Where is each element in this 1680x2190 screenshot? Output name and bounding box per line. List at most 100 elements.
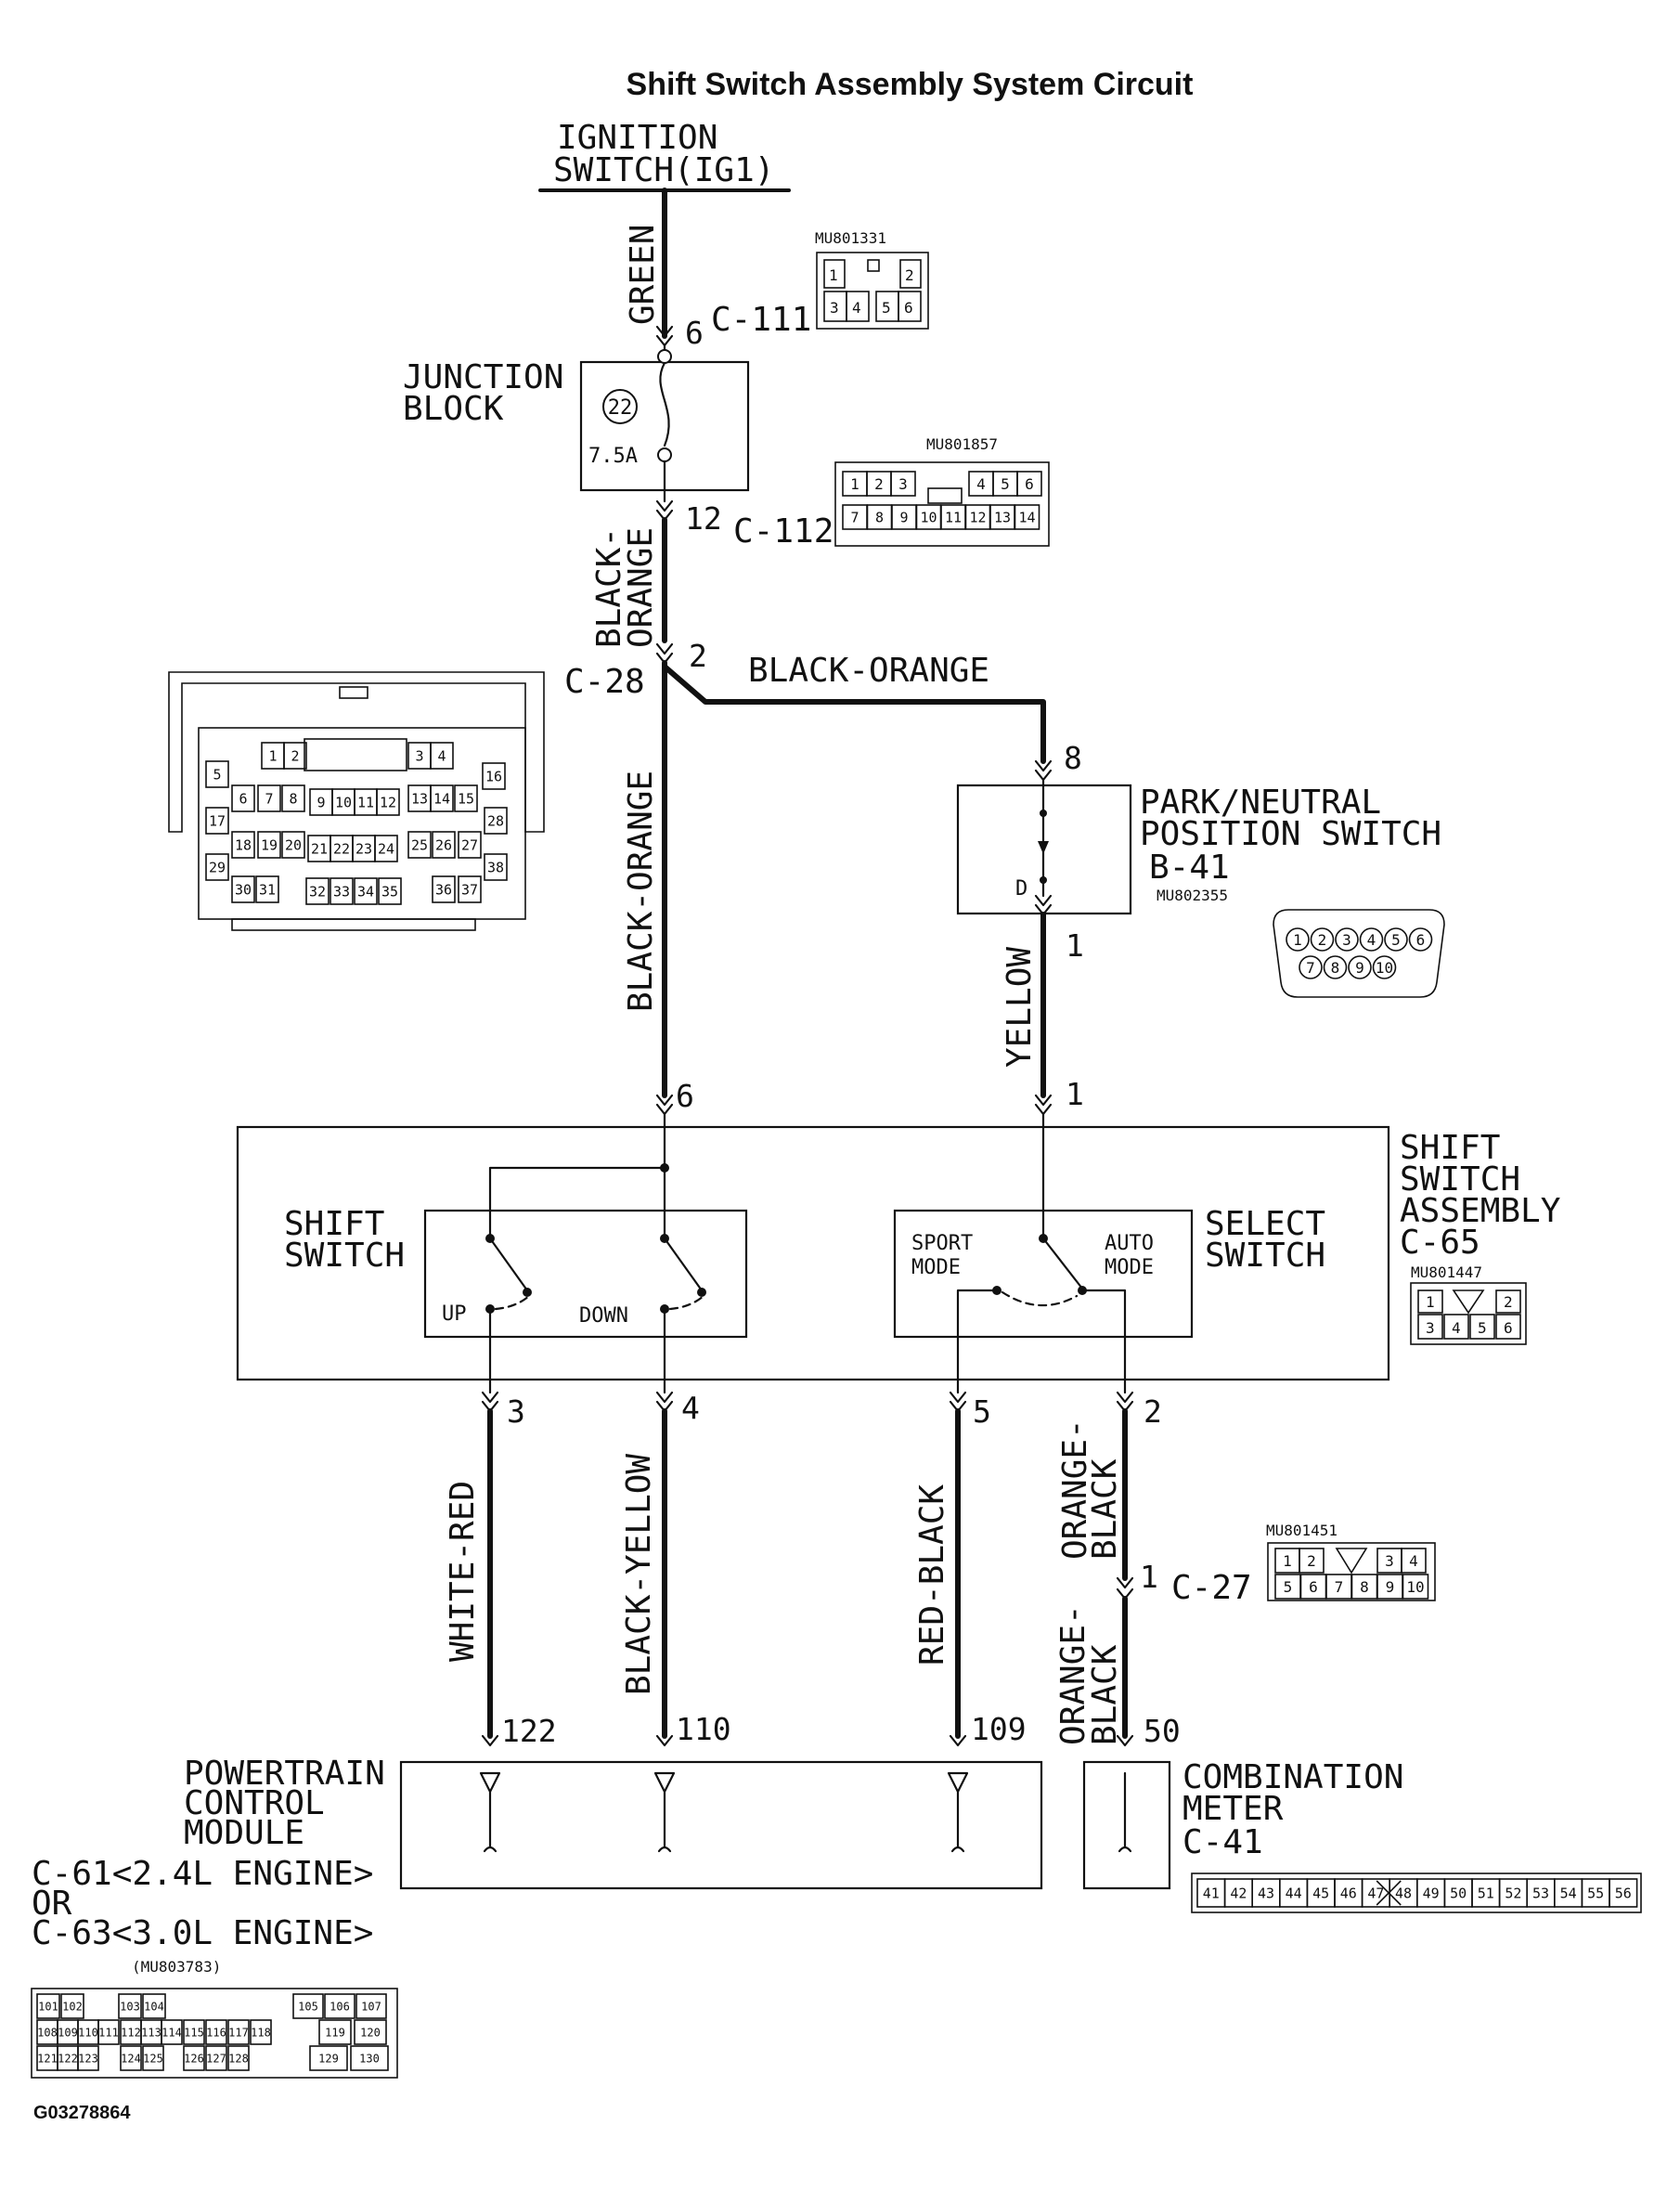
pcm-cavity: [205, 2045, 227, 2071]
page-title: Shift Switch Assembly System Circuit: [627, 67, 1194, 102]
pcm-cavity-label: 109: [58, 2026, 78, 2039]
c28-cavity-label: 26: [435, 836, 452, 853]
b41-pin-in: 8: [1064, 740, 1082, 776]
c65-cell: 4: [1452, 1319, 1461, 1337]
c111-cell: 1: [829, 266, 838, 284]
c27-cavity-label: 6: [1309, 1578, 1318, 1596]
c28-cavity: [231, 875, 255, 903]
pcm-cavity-label: 104: [144, 2000, 164, 2013]
assembly-label-2: SWITCH: [1400, 1160, 1520, 1199]
c112-cavity-label: 10: [920, 509, 937, 525]
pcm-cavity-label: 124: [121, 2052, 141, 2065]
b41-cavity-label: 9: [1355, 959, 1364, 977]
pcm-cavity: [183, 2045, 205, 2071]
pcm-connector-1: C-61<2.4L ENGINE>: [32, 1855, 373, 1893]
pcm-cavity-label: 121: [37, 2052, 58, 2065]
pcm-cavity-label: 108: [37, 2026, 58, 2039]
c28-cavity-label: 2: [291, 747, 299, 764]
b41-contact: [1040, 876, 1047, 884]
pcm-cavity: [292, 1993, 324, 2019]
c112-cavity: [1014, 504, 1040, 530]
c28-cavity: [354, 877, 378, 905]
c27-cavity: [1402, 1574, 1429, 1600]
c28-cavity: [257, 831, 281, 859]
c28-cavity-label: 18: [235, 836, 252, 853]
c28-cavity: [305, 877, 330, 905]
combination-meter-box: [1082, 1760, 1171, 1890]
pcm-cavity-label: 112: [121, 2026, 141, 2039]
c28-cavity-label: 12: [380, 794, 396, 810]
pcm-cavity-label: 118: [251, 2026, 271, 2039]
pcm-cavity-label: 128: [228, 2052, 249, 2065]
pcm-cavity-label: 120: [360, 2026, 381, 2039]
c65-cell: 5: [1478, 1319, 1487, 1337]
c28-cavity-label: 10: [335, 794, 352, 810]
c28-cavity: [407, 831, 432, 859]
fuse-rating: 7.5A: [588, 445, 638, 468]
c28-cavity-label: 24: [378, 840, 394, 857]
c28-cavity-label: 15: [458, 790, 474, 807]
shift-switch-box: [423, 1209, 748, 1339]
b41-cavity-label: 4: [1367, 931, 1376, 949]
c28-cavity-label: 4: [437, 747, 446, 764]
c111-name: C-111: [711, 301, 811, 339]
connector-face-c111: MU801331 1 2 3 4 5 6: [815, 229, 929, 330]
c112-cavity-label: 5: [1001, 475, 1010, 493]
wire-label-orange-black-upper-1: ORANGE-: [1056, 1419, 1094, 1560]
pcm-cavity-label: 130: [359, 2052, 380, 2065]
c27-cavity-label: 3: [1385, 1552, 1394, 1570]
figure-id: G03278864: [33, 2103, 131, 2123]
connector-arrow-c27: [1116, 1576, 1134, 1600]
b41-cavity: [1335, 927, 1359, 952]
c28-cavity: [454, 784, 478, 812]
c28-cavity: [205, 760, 229, 788]
c41-cavity-label: 50: [1450, 1885, 1467, 1901]
connector-face-c41: [1191, 1873, 1642, 1913]
c112-pin: 12: [685, 500, 722, 537]
junction-label-1: JUNCTION: [403, 358, 563, 396]
c111-cell: 5: [882, 299, 891, 317]
connector-face-c27: MU801451: [1266, 1522, 1436, 1601]
c28-cavity-label: 5: [213, 766, 221, 783]
pcm-cavity: [227, 2019, 250, 2045]
pcm-label-2: CONTROL: [184, 1784, 325, 1822]
b41-cavity: [1348, 955, 1372, 979]
fuse-terminal-top: [657, 349, 672, 364]
c112-cavity-label: 8: [875, 509, 884, 525]
b41-cavity-label: 10: [1376, 959, 1393, 977]
wire-label-yellow: YELLOW: [1001, 947, 1039, 1068]
c28-cavity-label: 9: [317, 794, 325, 810]
connector-arrow-pcm-110: [655, 1734, 674, 1747]
shift-down-link: [668, 1294, 705, 1311]
wire-black-orange-branch: [662, 664, 1046, 764]
c111-cell: 4: [852, 299, 861, 317]
ignition-label-1: IGNITION: [557, 119, 717, 157]
c27-pin: 1: [1140, 1559, 1158, 1595]
select-link: [1001, 1290, 1079, 1307]
c28-cavity-label: 7: [265, 790, 273, 807]
b41-cavity: [1310, 927, 1335, 952]
pcm-cavity: [118, 1993, 142, 2019]
shift-up-feed: [488, 1166, 666, 1240]
shift-switch-label-2: SWITCH: [284, 1237, 405, 1275]
shift-switch-assembly-box: [236, 1125, 1390, 1381]
park-neutral-label-2: POSITION SWITCH: [1140, 815, 1441, 853]
c112-cavity-label: 1: [850, 475, 859, 493]
c28-cavity: [283, 742, 307, 770]
assembly-pin-in-left: 6: [676, 1078, 694, 1114]
c28-cavity-label: 33: [333, 883, 350, 900]
pcm-cavity-label: 116: [206, 2026, 226, 2039]
assembly-pin-out-4: 4: [681, 1390, 700, 1426]
c28-cavity: [458, 831, 482, 859]
pcm-cavity-label: 103: [120, 2000, 140, 2013]
c28-cavity: [432, 831, 456, 859]
meter-label-2: METER: [1182, 1790, 1284, 1828]
c27-cavity-label: 10: [1406, 1578, 1424, 1596]
pcm-cavity: [142, 2045, 164, 2071]
c41-cavity-label: 45: [1312, 1885, 1329, 1901]
